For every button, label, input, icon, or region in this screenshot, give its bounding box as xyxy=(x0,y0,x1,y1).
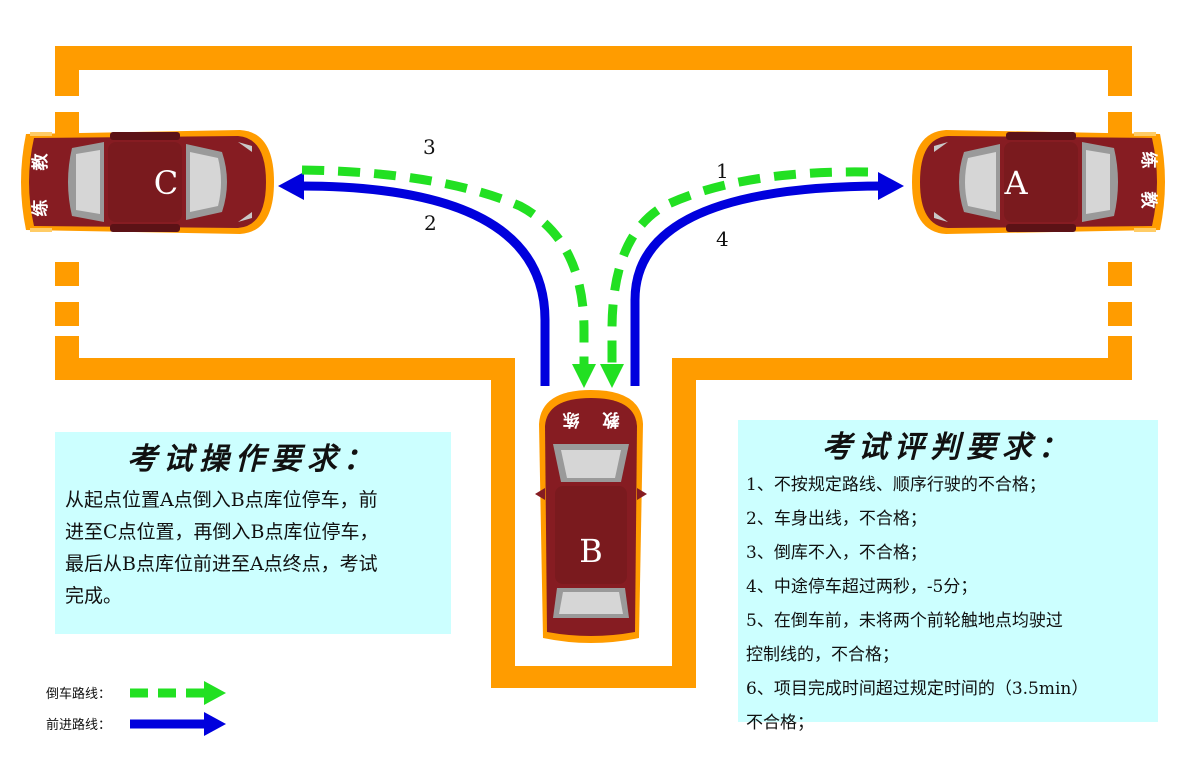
route-number-2: 2 xyxy=(424,211,437,235)
operation-line: 从起点位置A点倒入B点库位停车，前 xyxy=(65,489,378,511)
judging-rule: 6、项目完成时间超过规定时间的（3.5min） xyxy=(746,679,1089,699)
judging-rule: 控制线的，不合格； xyxy=(746,645,899,665)
reverse-arrowhead-1 xyxy=(600,364,624,388)
judging-rule: 1、不按规定路线、顺序行驶的不合格； xyxy=(746,475,1046,495)
route-number-3: 3 xyxy=(423,135,436,159)
forward-route-2 xyxy=(299,181,550,386)
judging-rule: 不合格； xyxy=(746,713,814,733)
car-b: B 教 练 xyxy=(535,390,647,643)
reverse-route-1 xyxy=(607,167,869,370)
legend-reverse-label: 倒车路线： xyxy=(46,687,112,702)
car-a-coach-char-1: 教 xyxy=(1138,191,1159,210)
car-c: C 教 练 xyxy=(21,130,274,234)
operation-requirements-body: 从起点位置A点倒入B点库位停车，前 进至C点位置，再倒入B点库位停车， 最后从B… xyxy=(65,484,441,612)
reverse-arrowhead-3 xyxy=(572,364,596,388)
legend-reverse-sample xyxy=(130,681,226,705)
judging-requirements-title: 考试评判要求： xyxy=(822,430,1074,465)
car-c-coach-char-2: 练 xyxy=(30,200,51,217)
car-a-letter: A xyxy=(1003,164,1028,202)
operation-requirements-title: 考试操作要求： xyxy=(127,442,379,477)
car-c-coach-char-1: 教 xyxy=(30,153,51,172)
car-b-coach-char-1: 教 xyxy=(602,409,621,430)
forward-routes xyxy=(299,181,886,386)
judging-rule: 3、倒库不入，不合格； xyxy=(746,543,927,563)
reverse-routes xyxy=(301,165,869,370)
operation-line: 完成。 xyxy=(65,585,123,607)
car-c-letter: C xyxy=(154,164,178,202)
car-b-letter: B xyxy=(579,532,603,570)
forward-arrowhead-4 xyxy=(878,172,904,200)
operation-line: 进至C点位置，再倒入B点库位停车， xyxy=(65,521,379,543)
legend-forward-label: 前进路线： xyxy=(46,718,112,733)
judging-rule: 5、在倒车前，未将两个前轮触地点均驶过 xyxy=(746,611,1063,631)
parking-boundary xyxy=(55,46,1132,688)
route-number-4: 4 xyxy=(716,227,729,251)
reverse-route-3 xyxy=(301,165,589,370)
car-a-coach-char-2: 练 xyxy=(1138,152,1159,169)
judging-rule: 4、中途停车超过两秒，-5分； xyxy=(746,577,978,597)
car-b-coach-char-2: 练 xyxy=(563,409,580,430)
operation-line: 最后从B点库位前进至A点终点，考试 xyxy=(65,553,378,575)
forward-route-4 xyxy=(630,181,886,386)
forward-arrowhead-2 xyxy=(278,172,304,200)
legend-forward-sample xyxy=(130,712,226,736)
judging-requirements-panel: 考试评判要求： 1、不按规定路线、顺序行驶的不合格； 2、车身出线，不合格； 3… xyxy=(738,420,1158,733)
route-number-1: 1 xyxy=(716,159,729,183)
operation-requirements-panel: 考试操作要求： 从起点位置A点倒入B点库位停车，前 进至C点位置，再倒入B点库位… xyxy=(55,432,451,634)
judging-rule: 2、车身出线，不合格； xyxy=(746,509,927,529)
car-a xyxy=(912,130,1165,234)
